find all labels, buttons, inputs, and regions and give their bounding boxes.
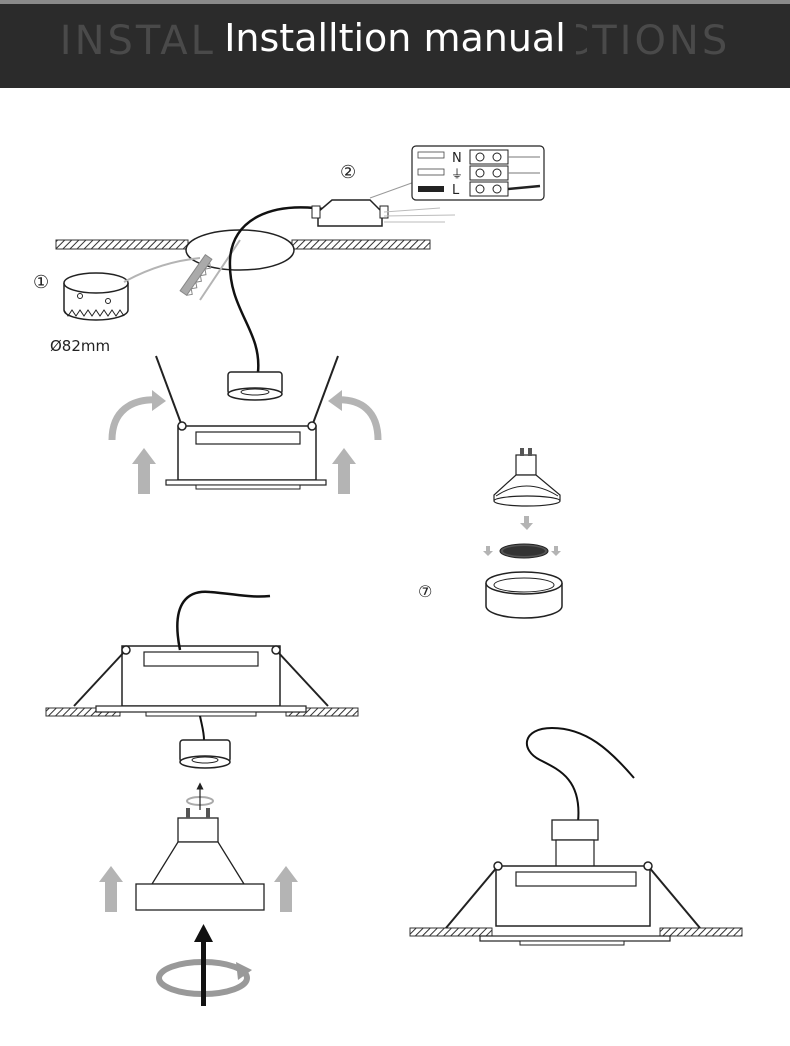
trim-plate xyxy=(135,883,265,911)
down-arrow-small xyxy=(520,516,533,530)
installation-diagram: ① Ø82mm ② xyxy=(33,145,743,1006)
hole-saw-icon xyxy=(63,257,201,321)
trim-ring xyxy=(485,571,563,619)
down-arrow-right-small xyxy=(551,546,561,556)
honeycomb-filter xyxy=(499,543,549,559)
ceiling-right xyxy=(291,239,431,250)
up-arrow-right xyxy=(332,448,356,494)
lamp-connector-2 xyxy=(179,739,231,769)
rotate-small-icon xyxy=(186,782,214,810)
supply-wire xyxy=(228,206,331,373)
step-insert-fixture xyxy=(45,590,359,741)
terminal-label-earth: ⏚ xyxy=(451,167,463,181)
step7-number: ⑦ xyxy=(418,582,432,601)
down-arrow-left-small xyxy=(483,546,493,556)
lamp-connector xyxy=(227,371,283,401)
gu10-bulb xyxy=(493,448,561,507)
step-cut-hole: ① Ø82mm ② xyxy=(33,145,545,373)
rotate-arrow-icon xyxy=(156,924,252,1006)
saw-icon xyxy=(179,253,213,297)
final-wire xyxy=(525,726,635,823)
step-bulb-accessories: ⑦ xyxy=(418,448,563,619)
ceiling-right-3 xyxy=(659,927,743,937)
hole-size-label: Ø82mm xyxy=(50,337,110,355)
step-finished xyxy=(409,726,743,946)
terminal-label-n: N xyxy=(452,151,462,166)
terminal-block: N ⏚ L xyxy=(411,145,545,201)
step-spring-clips xyxy=(108,355,382,494)
page-header: INSTALLATION INSTRUCTIONS Installtion ma… xyxy=(0,0,790,88)
ceiling-left xyxy=(55,239,189,250)
up-arrow-left-2 xyxy=(99,866,123,912)
up-arrow-right-2 xyxy=(274,866,298,912)
fixture-wire xyxy=(176,590,271,651)
gu10-bulb-2 xyxy=(135,808,265,911)
ceiling-left-3 xyxy=(409,927,493,937)
step2-number: ② xyxy=(340,162,356,183)
page-title: Installtion manual xyxy=(214,16,576,60)
terminal-label-l: L xyxy=(452,183,460,198)
up-arrow-left xyxy=(132,448,156,494)
step1-number: ① xyxy=(33,272,49,293)
